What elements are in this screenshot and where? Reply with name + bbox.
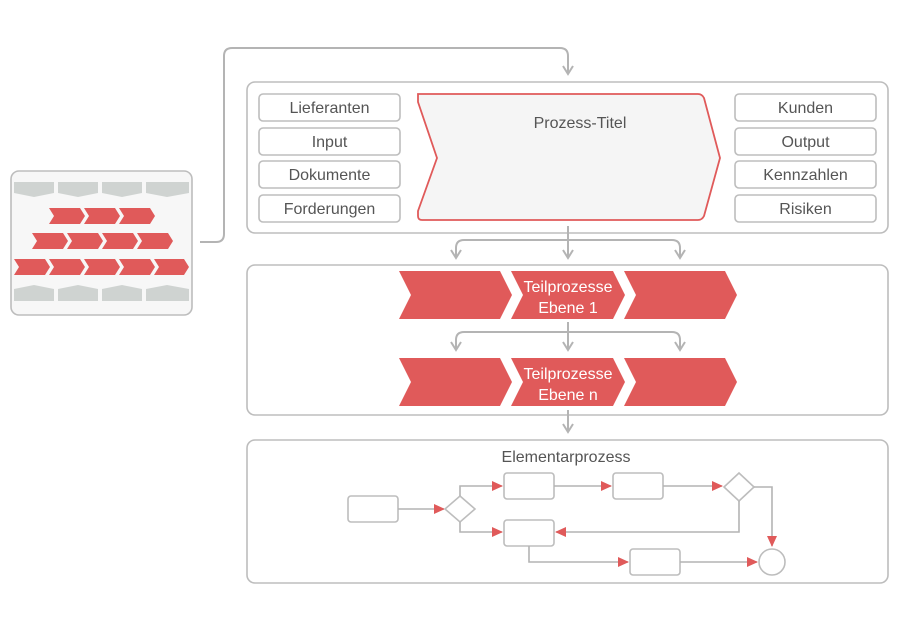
output-box xyxy=(734,127,877,156)
level1-chevron-left xyxy=(399,271,512,319)
thumbnail-bottom-row xyxy=(14,285,189,301)
subprocess-panel: Teilprozesse Ebene 1 Teilprozesse Ebene … xyxy=(246,264,889,416)
flow-task-c-to-task-d xyxy=(528,546,629,567)
thumbnail-to-overview-connector xyxy=(200,47,574,243)
forderungen-box xyxy=(258,194,401,223)
thumbnail-red-row-2 xyxy=(32,233,173,249)
input-label: Input xyxy=(312,134,348,151)
elementary-frame xyxy=(246,439,889,584)
kennzahlen-label: Kennzahlen xyxy=(763,167,848,184)
lieferanten-label: Lieferanten xyxy=(289,100,369,117)
lieferanten-box xyxy=(258,93,401,122)
flow-gateway2-back-to-task-c xyxy=(555,501,740,537)
end-event-circle xyxy=(758,548,786,576)
process-title-chevron xyxy=(417,93,721,221)
risiken-box xyxy=(734,194,877,223)
level1-chevron-right xyxy=(624,271,737,319)
task-b-box xyxy=(612,472,664,500)
start-task-box xyxy=(347,495,399,523)
leveln-chevron-center xyxy=(511,358,625,406)
output-label: Output xyxy=(781,134,830,151)
level1-label-line2: Ebene 1 xyxy=(538,300,598,317)
elementary-process-panel: Elementarprozess xyxy=(246,439,889,584)
subprocess-level1-row: Teilprozesse Ebene 1 xyxy=(399,271,737,319)
kunden-label: Kunden xyxy=(778,100,833,117)
fork-overview-to-level1 xyxy=(450,226,686,260)
task-d-box xyxy=(629,548,681,576)
elementary-title: Elementarprozess xyxy=(502,449,631,466)
task-c-box xyxy=(503,519,555,547)
flow-gateway1-to-task-c xyxy=(459,522,503,537)
flow-gateway1-to-task-a xyxy=(459,481,503,496)
leveln-label-line1: Teilprozesse xyxy=(524,366,613,383)
process-landscape-thumbnail xyxy=(10,170,193,316)
flow-gateway2-to-end xyxy=(754,486,777,547)
process-title-label: Prozess-Titel xyxy=(534,115,627,132)
leveln-chevron-right xyxy=(624,358,737,406)
leveln-label-line2: Ebene n xyxy=(538,387,598,404)
kunden-box xyxy=(734,93,877,122)
leveln-chevron-left xyxy=(399,358,512,406)
process-overview-panel: Lieferanten Input Dokumente Forderungen … xyxy=(246,81,889,234)
dokumente-box xyxy=(258,160,401,189)
task-a-box xyxy=(503,472,555,500)
thumbnail-red-row-3 xyxy=(14,259,189,275)
thumbnail-red-row-1 xyxy=(49,208,155,224)
risiken-label: Risiken xyxy=(779,201,831,218)
fork-level1-to-leveln xyxy=(450,322,686,352)
dokumente-label: Dokumente xyxy=(289,167,371,184)
level1-label-line1: Teilprozesse xyxy=(524,279,613,296)
kennzahlen-box xyxy=(734,160,877,189)
input-box xyxy=(258,127,401,156)
forderungen-label: Forderungen xyxy=(284,201,376,218)
subprocess-leveln-row: Teilprozesse Ebene n xyxy=(399,358,737,406)
thumbnail-top-row xyxy=(14,182,189,197)
level1-chevron-center xyxy=(511,271,625,319)
